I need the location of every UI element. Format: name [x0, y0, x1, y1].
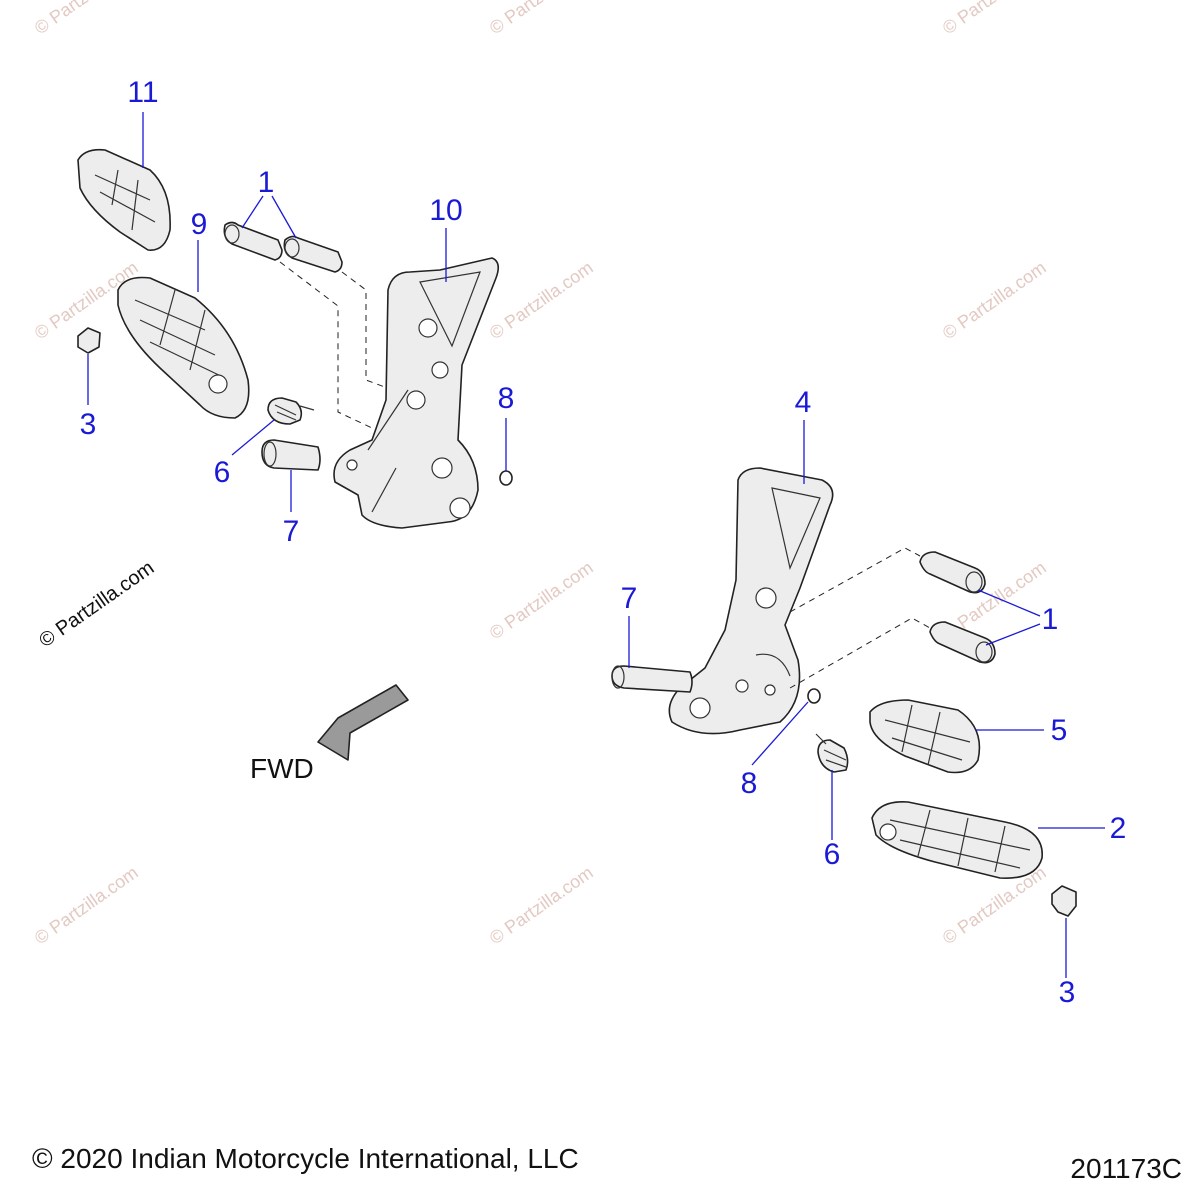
callout-7-right: 7: [621, 582, 638, 615]
callout-3-left: 3: [80, 408, 97, 441]
watermark: © Partzilla.com: [939, 257, 1050, 343]
callout-8-right: 8: [741, 767, 758, 800]
part-6-spring-left: [267, 397, 315, 425]
callout-3-right: 3: [1059, 976, 1076, 1009]
callout-1-right: 1: [1042, 603, 1059, 636]
part-3-nut-left: [77, 327, 101, 354]
dash-line: [789, 617, 931, 689]
callout-6-right: 6: [824, 838, 841, 871]
callout-1-left: 1: [258, 166, 275, 199]
callout-2: 2: [1110, 812, 1127, 845]
watermark: © Partzilla.com: [486, 257, 597, 343]
watermark: © Partzilla.com: [31, 0, 142, 38]
diagram-code: 201173C: [1070, 1153, 1182, 1184]
part-8-oring-right: [807, 688, 821, 704]
part-1-bolts-right: [919, 551, 996, 664]
part-4-bracket-right: [668, 467, 834, 735]
callout-8-left: 8: [498, 382, 515, 415]
callout-6-left: 6: [214, 456, 231, 489]
part-11-footpeg-pad: [77, 148, 171, 251]
watermark: © Partzilla.com: [486, 862, 597, 948]
part-1-bolts-left: [223, 221, 343, 273]
part-9-footpeg: [117, 276, 250, 419]
fwd-label: FWD: [250, 753, 314, 784]
callout-5: 5: [1051, 714, 1068, 747]
part-3-bolt-right: [1051, 885, 1077, 917]
watermark: © Partzilla.com: [486, 557, 597, 643]
callout-11: 11: [127, 76, 158, 109]
fwd-arrow: [317, 684, 409, 761]
watermark: © Partzilla.com: [486, 0, 597, 38]
part-10-bracket-left: [333, 257, 500, 529]
watermark: © Partzilla.com: [939, 0, 1050, 38]
part-6-spring-right: [815, 733, 849, 773]
leaders-left: [87, 112, 507, 512]
callout-7-left: 7: [283, 515, 300, 548]
watermark: © Partzilla.com: [31, 862, 142, 948]
callout-10: 10: [429, 194, 462, 227]
part-5-footpeg-pad: [869, 699, 981, 774]
callout-4: 4: [795, 386, 812, 419]
part-7-pin-right: [611, 665, 693, 693]
part-7-pin-left: [261, 439, 321, 471]
watermark-dark: © Partzilla.com: [35, 557, 158, 652]
leaders-right: [628, 420, 1105, 978]
part-8-oring-left: [499, 470, 513, 486]
part-2-footpeg: [871, 801, 1043, 879]
copyright-text: © 2020 Indian Motorcycle International, …: [32, 1143, 579, 1174]
callout-9: 9: [191, 208, 208, 241]
dash-line: [341, 271, 399, 393]
dash-line: [279, 261, 373, 429]
